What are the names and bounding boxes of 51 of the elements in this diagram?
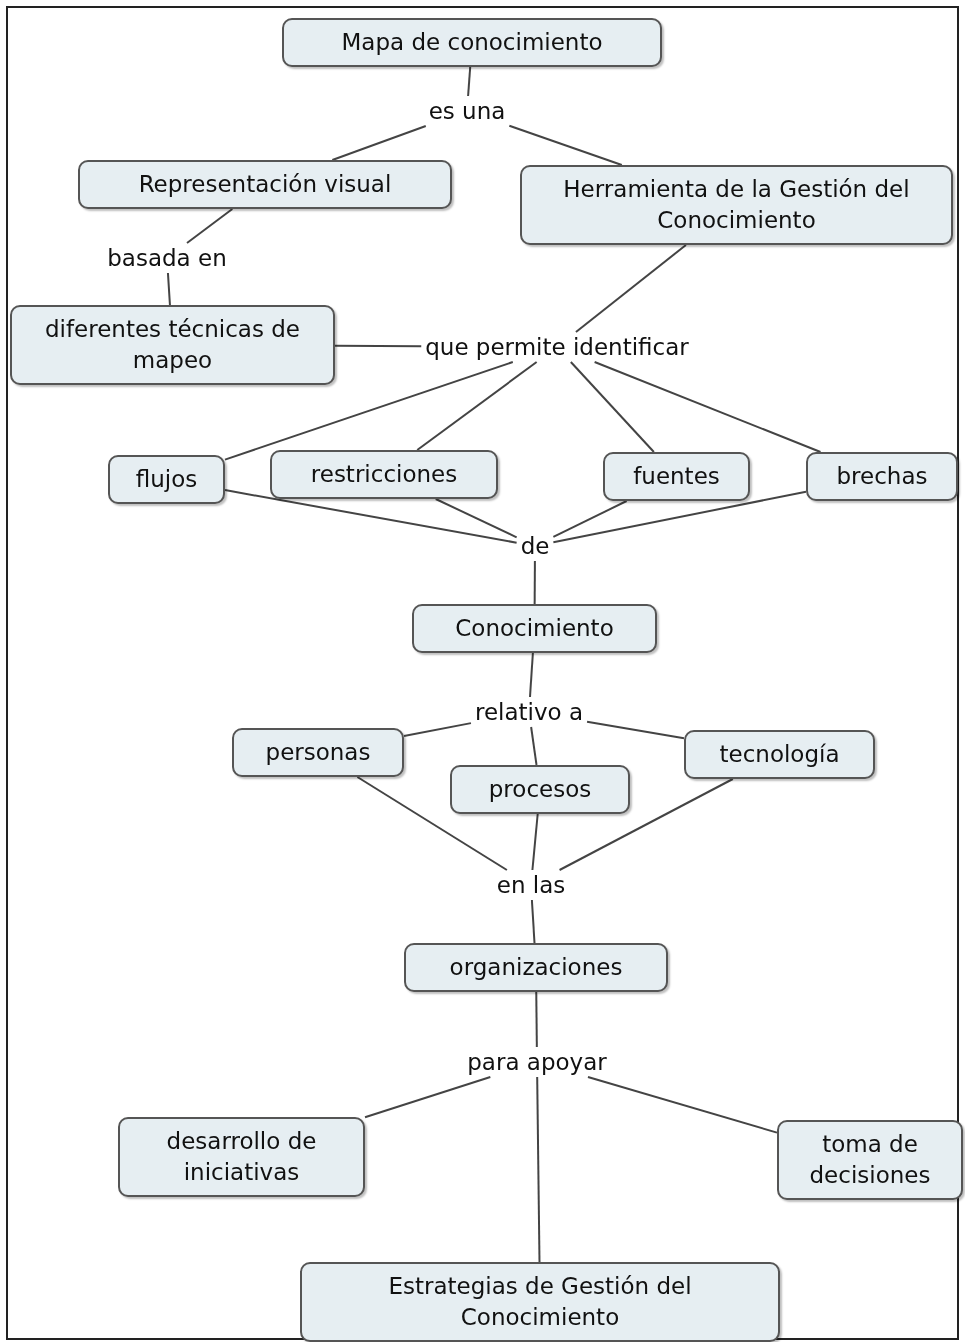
connector-line [331,125,427,161]
connector-line [552,500,628,538]
linking-phrase: para apoyar [463,1047,611,1077]
connector-line [552,490,807,544]
connector-line [166,272,171,306]
concept-box: procesos [450,765,630,814]
connector-line [529,652,534,698]
connector-line [530,726,538,766]
concept-box: flujos [108,455,225,504]
connector-line [574,244,687,333]
connector-line [224,489,518,544]
linking-phrase: en las [492,870,570,900]
concept-box: restricciones [270,450,498,499]
concept-box: organizaciones [404,943,668,992]
connector-line [364,1076,492,1119]
concept-box: fuentes [603,452,750,501]
linking-phrase: relativo a [470,697,588,727]
connector-line [467,66,472,97]
connector-line [434,498,518,539]
connector-line [535,991,538,1048]
concept-box: Mapa de conocimiento [282,18,662,67]
connector-line [593,361,822,453]
connector-line [536,1076,541,1263]
concept-box: Representación visual [78,160,452,209]
connector-line [224,361,514,461]
connector-line [531,813,539,871]
concept-box: Conocimiento [412,604,657,653]
connector-line [533,560,536,605]
connector-line [334,344,423,348]
concept-box: Herramienta de la Gestión del Conocimiento [520,165,953,245]
linking-phrase: basada en [103,243,231,273]
concept-box: personas [232,728,404,777]
linking-phrase: de [516,531,554,561]
concept-box: desarrollo de iniciativas [118,1117,365,1197]
linking-phrase: es una [424,96,510,126]
connector-line [356,776,508,871]
linking-phrase: que permite identificar [421,332,693,362]
connector-line [508,124,623,166]
connector-line [586,1076,778,1134]
concept-box: tecnología [684,730,875,779]
connector-line [186,208,234,244]
concept-box: diferentes técnicas de mapeo [10,305,335,385]
connector-line [586,720,685,740]
connector-line [403,722,472,737]
concept-box: toma de decisiones [777,1120,963,1200]
concept-box: brechas [806,452,958,501]
connector-line [530,899,536,944]
connector-line [558,778,734,871]
connector-line [416,361,538,451]
connector-line [569,361,655,453]
concept-box: Estrategias de Gestión del Conocimiento [300,1262,780,1342]
